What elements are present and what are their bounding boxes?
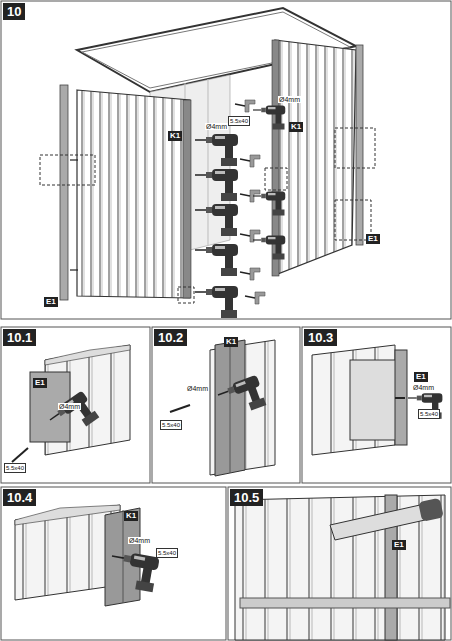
step-number: 10.5	[230, 489, 263, 506]
part-label: K1	[168, 131, 182, 141]
drill-bit-size: Ø4mm	[205, 123, 228, 130]
screw-size: 5.5x40	[418, 409, 440, 419]
part-label: K1	[124, 511, 138, 521]
step-number: 10.3	[304, 329, 337, 346]
drill-bit-size: Ø4mm	[278, 96, 301, 103]
step-number: 10	[3, 3, 25, 20]
screw-size: 5.5x40	[160, 420, 182, 430]
step-number: 10.4	[3, 489, 36, 506]
screw-size: 5.5x40	[228, 116, 250, 126]
part-label: E1	[366, 234, 380, 244]
screw-size: 5.5x40	[4, 463, 26, 473]
part-label: E1	[414, 372, 428, 382]
drill-bit-size: Ø4mm	[128, 537, 151, 544]
drill-bit-size: Ø4mm	[412, 384, 435, 391]
part-label: K1	[289, 122, 303, 132]
part-label: E1	[44, 297, 58, 307]
step-number: 10.1	[3, 329, 36, 346]
step-number: 10.2	[154, 329, 187, 346]
part-label: E1	[392, 540, 406, 550]
part-label: E1	[33, 378, 47, 388]
part-label: K1	[224, 337, 238, 347]
drill-bit-size: Ø4mm	[58, 403, 81, 410]
drill-bit-size: Ø4mm	[186, 385, 209, 392]
screw-size: 5.5x40	[156, 548, 178, 558]
